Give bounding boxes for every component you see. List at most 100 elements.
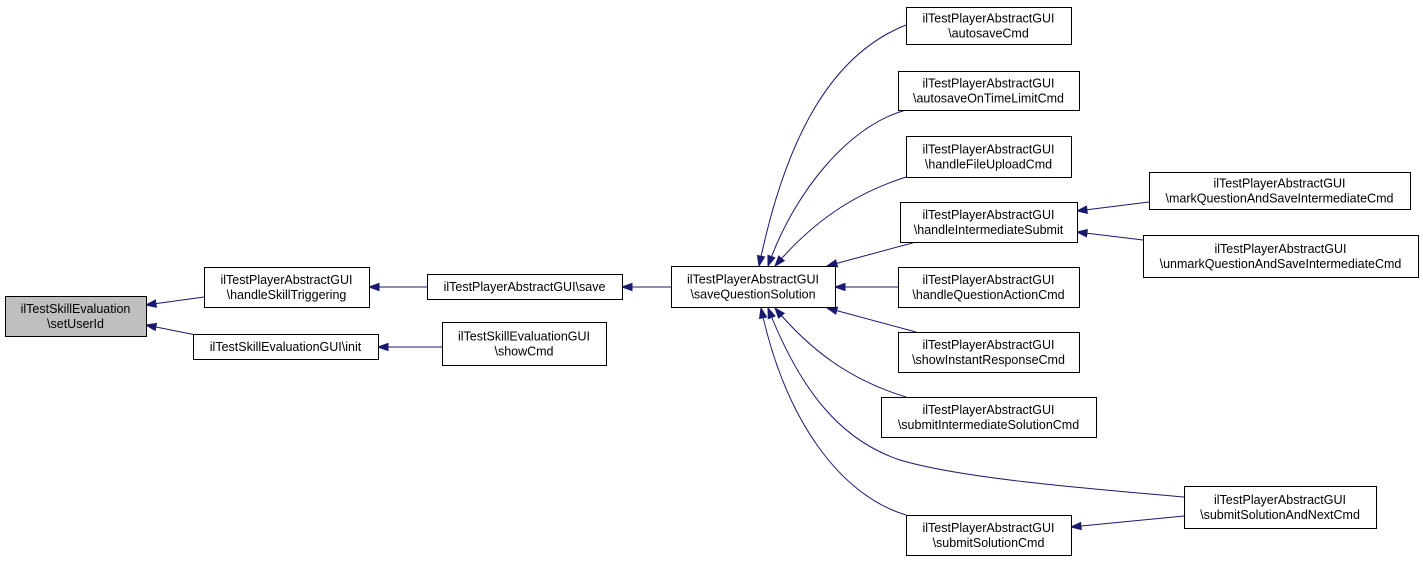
edge-line	[826, 241, 917, 267]
arrowhead-icon	[367, 282, 380, 292]
node-autosaveCmd[interactable]: ilTestPlayerAbstractGUI\autosaveCmd	[906, 7, 1072, 45]
node-handleIntermediateSubmit[interactable]: ilTestPlayerAbstractGUI\handleIntermedia…	[900, 202, 1078, 243]
node-label-line: ilTestPlayerAbstractGUI	[923, 208, 1055, 222]
node-box	[898, 71, 1080, 111]
edge-line	[774, 307, 907, 398]
node-label-line: \handleFileUploadCmd	[925, 158, 1052, 172]
node-label-line: ilTestPlayerAbstractGUI	[923, 521, 1055, 535]
node-label-line: ilTestPlayerAbstractGUI	[923, 338, 1055, 352]
edge-showCmd-to-init	[376, 342, 442, 352]
node-label-line: ilTestPlayerAbstractGUI	[1214, 493, 1346, 507]
node-box	[5, 296, 147, 337]
edge-line	[1076, 201, 1150, 212]
arrowhead-icon	[774, 255, 786, 268]
edges-layer	[144, 24, 1185, 531]
node-label-line: ilTestPlayerAbstractGUI\save	[444, 280, 606, 294]
edge-line	[826, 307, 917, 333]
node-label-line: ilTestPlayerAbstractGUI	[923, 12, 1055, 26]
edge-handleSkillTriggering-to-setUserId	[144, 296, 205, 308]
node-label-line: \handleQuestionActionCmd	[912, 288, 1064, 302]
arrowhead-icon	[1075, 205, 1088, 214]
node-label-line: ilTestPlayerAbstractGUI	[923, 403, 1055, 417]
node-showCmd[interactable]: ilTestSkillEvaluationGUI\showCmd	[442, 322, 607, 366]
node-handleFileUploadCmd[interactable]: ilTestPlayerAbstractGUI\handleFileUpload…	[906, 136, 1072, 178]
edge-line	[767, 307, 1185, 498]
edge-autosaveCmd-to-saveQuestionSolution	[756, 24, 907, 268]
node-setUserId: ilTestSkillEvaluation\setUserId	[5, 296, 147, 337]
node-label-line: \submitSolutionAndNextCmd	[1200, 508, 1360, 522]
arrowhead-icon	[825, 306, 839, 315]
edge-line	[1076, 231, 1144, 241]
edge-save-to-handleSkillTriggering	[367, 282, 427, 292]
node-handleQuestionActionCmd[interactable]: ilTestPlayerAbstractGUI\handleQuestionAc…	[898, 267, 1080, 308]
node-box	[671, 266, 836, 308]
edge-handleIntermediateSubmit-to-saveQuestionSolution	[825, 241, 917, 268]
edge-submitSolutionCmd-to-saveQuestionSolution	[758, 306, 907, 516]
node-box	[900, 202, 1078, 243]
edge-submitSolutionAndNextCmd-to-saveQuestionSolution	[767, 306, 1185, 498]
arrowhead-icon	[756, 254, 766, 268]
edge-line	[767, 109, 907, 267]
node-box	[881, 397, 1097, 438]
node-label-line: ilTestPlayerAbstractGUI	[687, 273, 819, 287]
node-box	[427, 274, 623, 300]
node-label-line: \submitIntermediateSolutionCmd	[898, 418, 1079, 432]
arrowhead-icon	[825, 259, 839, 268]
node-submitIntermediateSolutionCmd[interactable]: ilTestPlayerAbstractGUI\submitIntermedia…	[881, 397, 1097, 438]
node-handleSkillTriggering[interactable]: ilTestPlayerAbstractGUI\handleSkillTrigg…	[204, 267, 370, 308]
edge-unmarkQuestionAndSaveIntermediateCmd-to-handleIntermediateSubmit	[1075, 228, 1144, 241]
node-autosaveOnTimeLimitCmd[interactable]: ilTestPlayerAbstractGUI\autosaveOnTimeLi…	[898, 71, 1080, 111]
node-label-line: ilTestPlayerAbstractGUI	[1214, 177, 1346, 191]
node-box	[898, 267, 1080, 308]
node-box	[906, 7, 1072, 45]
node-submitSolutionCmd[interactable]: ilTestPlayerAbstractGUI\submitSolutionCm…	[906, 515, 1072, 556]
node-box	[906, 136, 1072, 178]
node-label-line: ilTestPlayerAbstractGUI	[1215, 242, 1347, 256]
node-label-line: ilTestPlayerAbstractGUI	[923, 143, 1055, 157]
edge-submitSolutionAndNextCmd-to-submitSolutionCmd	[1069, 515, 1185, 531]
arrowhead-icon	[1075, 228, 1088, 238]
arrowhead-icon	[376, 342, 389, 352]
node-label-line: \submitSolutionCmd	[933, 536, 1045, 550]
node-label-line: ilTestPlayerAbstractGUI	[221, 273, 353, 287]
arrowhead-icon	[767, 306, 776, 320]
node-label-line: ilTestSkillEvaluationGUI	[458, 330, 590, 344]
node-showInstantResponseCmd[interactable]: ilTestPlayerAbstractGUI\showInstantRespo…	[898, 332, 1080, 373]
node-saveQuestionSolution[interactable]: ilTestPlayerAbstractGUI\saveQuestionSolu…	[671, 266, 836, 308]
node-box	[204, 267, 370, 308]
node-label-line: ilTestSkillEvaluationGUI\init	[210, 340, 362, 354]
node-label-line: ilTestSkillEvaluation	[21, 302, 131, 316]
node-label-line: \handleIntermediateSubmit	[914, 223, 1064, 237]
node-label-line: \showCmd	[494, 345, 553, 359]
node-box	[898, 332, 1080, 373]
edge-markQuestionAndSaveIntermediateCmd-to-handleIntermediateSubmit	[1075, 201, 1150, 214]
edge-showInstantResponseCmd-to-saveQuestionSolution	[825, 306, 917, 333]
edge-saveQuestionSolution-to-save	[620, 282, 671, 292]
node-init[interactable]: ilTestSkillEvaluationGUI\init	[193, 334, 379, 360]
node-label-line: \saveQuestionSolution	[690, 288, 815, 302]
node-submitSolutionAndNextCmd[interactable]: ilTestPlayerAbstractGUI\submitSolutionAn…	[1184, 486, 1377, 529]
node-label-line: ilTestPlayerAbstractGUI	[923, 273, 1055, 287]
node-label-line: \autosaveCmd	[948, 27, 1029, 41]
edge-handleQuestionActionCmd-to-saveQuestionSolution	[833, 282, 898, 292]
node-label-line: \showInstantResponseCmd	[912, 353, 1065, 367]
arrowhead-icon	[1069, 521, 1082, 531]
edge-line	[758, 24, 907, 267]
node-label-line: \setUserId	[47, 317, 104, 331]
node-unmarkQuestionAndSaveIntermediateCmd[interactable]: ilTestPlayerAbstractGUI\unmarkQuestionAn…	[1143, 235, 1419, 278]
node-box	[906, 515, 1072, 556]
node-label-line: \unmarkQuestionAndSaveIntermediateCmd	[1160, 257, 1402, 271]
node-box	[442, 322, 607, 366]
arrowhead-icon	[758, 306, 768, 320]
node-label-line: \handleSkillTriggering	[227, 288, 347, 302]
arrowhead-icon	[767, 254, 776, 268]
node-box	[1143, 235, 1419, 278]
node-save[interactable]: ilTestPlayerAbstractGUI\save	[427, 274, 623, 300]
arrowhead-icon	[833, 282, 846, 292]
node-markQuestionAndSaveIntermediateCmd[interactable]: ilTestPlayerAbstractGUI\markQuestionAndS…	[1149, 172, 1411, 210]
nodes-layer: ilTestSkillEvaluation\setUserId ilTestPla…	[5, 7, 1419, 556]
edge-line	[774, 176, 907, 267]
edge-handleFileUploadCmd-to-saveQuestionSolution	[774, 176, 907, 268]
edge-line	[1070, 515, 1185, 528]
